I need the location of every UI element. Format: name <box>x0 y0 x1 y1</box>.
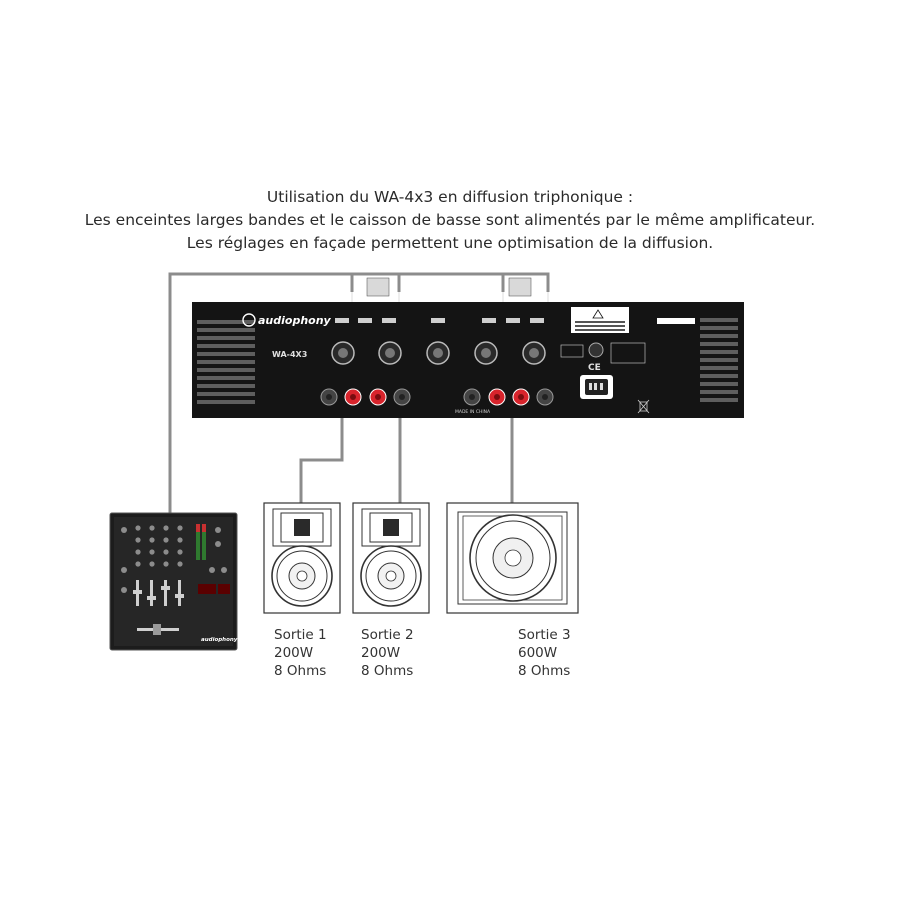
signal-cables <box>168 272 550 513</box>
mixer-master-knobs[interactable] <box>209 527 227 573</box>
terminal-out-1-black[interactable] <box>320 388 338 406</box>
speaker-terminals <box>320 388 554 406</box>
output-1-cable <box>299 410 344 503</box>
serial-number-box <box>657 318 695 324</box>
amplifier-rear-panel: audiophony WA-4X3 <box>192 277 744 418</box>
xlr-input-2[interactable] <box>378 341 402 365</box>
output-3-impedance: 8 Ohms <box>518 663 571 679</box>
output-2-label: Sortie 2 200W 8 Ohms <box>361 626 414 680</box>
fuse-holder[interactable] <box>588 342 604 358</box>
speaker-1-tweeter <box>294 519 310 536</box>
output-1-label: Sortie 1 200W 8 Ohms <box>274 626 327 680</box>
mode-switch-a[interactable] <box>366 277 390 297</box>
caption-line-3: Les réglages en façade permettent une op… <box>186 234 714 252</box>
left-vents <box>197 320 255 404</box>
speaker-2 <box>352 502 430 614</box>
ce-mark: CE <box>588 363 601 373</box>
output-2-power: 200W <box>361 645 401 661</box>
terminal-out-3-black-b[interactable] <box>536 388 554 406</box>
terminal-out-3-black-a[interactable] <box>463 388 481 406</box>
output-3-power: 600W <box>518 645 558 661</box>
weee-bin-icon <box>637 399 650 414</box>
power-inlet[interactable] <box>580 375 613 399</box>
mixer-input-cable <box>168 272 354 513</box>
output-2-name: Sortie 2 <box>361 627 414 643</box>
speaker-1 <box>263 502 341 614</box>
made-in-label: MADE IN CHINA <box>455 409 491 415</box>
output-1-impedance: 8 Ohms <box>274 663 327 679</box>
input-bus-cable <box>352 272 550 292</box>
mixer-faders[interactable] <box>133 580 184 606</box>
terminal-out-1-red[interactable] <box>344 388 362 406</box>
xlr-input-3[interactable] <box>426 341 450 365</box>
output-1-name: Sortie 1 <box>274 627 327 643</box>
xlr-input-4[interactable] <box>474 341 498 365</box>
terminal-out-3-red-b[interactable] <box>512 388 530 406</box>
amp-model: WA-4X3 <box>272 350 307 359</box>
dj-mixer: audiophony <box>109 512 238 651</box>
xlr-input-1[interactable] <box>331 341 355 365</box>
speaker-2-tweeter <box>383 519 399 536</box>
subwoofer <box>446 502 579 614</box>
caption-line-2: Les enceintes larges bandes et le caisso… <box>84 211 816 229</box>
terminal-out-3-red-a[interactable] <box>488 388 506 406</box>
mode-switch-b[interactable] <box>508 277 532 297</box>
right-vents <box>700 318 738 402</box>
brand-logo-icon <box>242 313 256 327</box>
warning-label <box>571 307 629 333</box>
output-3-name: Sortie 3 <box>518 627 571 643</box>
amp-brand: audiophony <box>258 314 332 327</box>
output-3-label: Sortie 3 600W 8 Ohms <box>518 626 571 680</box>
output-2-impedance: 8 Ohms <box>361 663 414 679</box>
mixer-brand: audiophony <box>201 637 238 643</box>
caption-line-1: Utilisation du WA-4x3 en diffusion triph… <box>266 188 634 206</box>
mixer-display <box>198 584 230 594</box>
xlr-inputs <box>331 341 546 365</box>
mode-switches <box>366 277 532 297</box>
output-1-power: 200W <box>274 645 314 661</box>
mixer-channel-knobs[interactable] <box>121 525 183 593</box>
terminal-out-2-black[interactable] <box>393 388 411 406</box>
mixer-vu-meter <box>196 524 206 560</box>
xlr-input-5[interactable] <box>522 341 546 365</box>
terminal-out-2-red[interactable] <box>369 388 387 406</box>
